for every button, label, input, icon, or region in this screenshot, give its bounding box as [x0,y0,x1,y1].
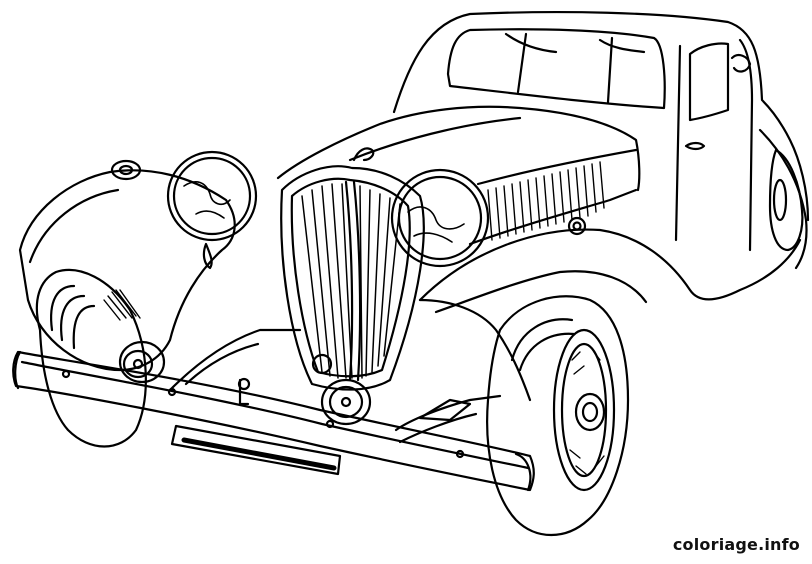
radiator-grille [280,165,425,391]
left-fender [18,169,236,372]
license-plate [170,424,342,476]
right-headlight [390,168,490,268]
center-fog-light [320,378,372,426]
door-handle [684,141,706,151]
front-bumper [12,350,535,492]
hood-ornament [352,147,375,162]
chassis [168,328,502,444]
windshield [446,28,666,110]
car-hood [276,105,641,246]
left-front-wheel [35,268,147,448]
right-fender [418,128,808,402]
left-headlight [166,150,258,270]
rear-wheel [768,148,804,252]
side-window [688,42,730,122]
left-fog-light [118,340,166,384]
watermark-text: coloriage.info [672,535,800,554]
car-cabin [392,10,810,252]
right-front-wheel [486,295,630,537]
